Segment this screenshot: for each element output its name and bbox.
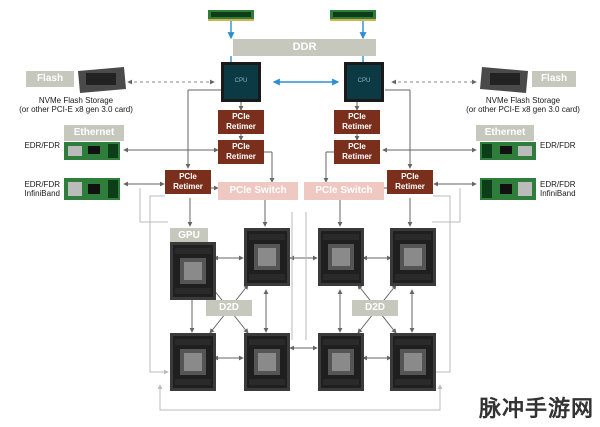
retimer-label-2: Retimer	[395, 182, 425, 191]
retimer-label-2: Retimer	[342, 152, 372, 161]
nic-top-right-icon	[480, 142, 536, 160]
retimer-label-1: PCIe	[232, 142, 250, 151]
retimer-label-1: PCIe	[232, 112, 250, 121]
ethernet-label-left: Ethernet	[64, 125, 124, 141]
nic-bottom-left-icon	[64, 178, 120, 200]
gpu-top-2-icon	[244, 228, 290, 286]
gpu-bottom-4-icon	[390, 333, 436, 391]
d2d-label-left: D2D	[206, 300, 252, 316]
flash-desc-right-2: (or other PCI-E x8 gen 3.0 card)	[466, 105, 580, 114]
retimer-label-2: Retimer	[173, 182, 203, 191]
ethernet-label-right: Ethernet	[476, 125, 534, 141]
flash-desc-right-1: NVMe Flash Storage	[485, 96, 561, 105]
flash-card-right-icon	[480, 67, 528, 93]
edr-fdr-ib-left-2: InfiniBand	[24, 189, 60, 198]
retimer-label-1: PCIe	[348, 112, 366, 121]
flash-label-left: Flash	[26, 71, 74, 87]
edr-fdr-left: EDR/FDR	[24, 141, 60, 150]
edr-fdr-ib-left-1: EDR/FDR	[24, 180, 60, 189]
gpu-top-4-icon	[390, 228, 436, 286]
gpu-top-1-icon	[170, 242, 216, 300]
edr-fdr-ib-right-2: InfiniBand	[540, 189, 576, 198]
gpu-bottom-3-icon	[318, 333, 364, 391]
watermark: 脉冲手游网	[478, 396, 594, 421]
retimer-label-1: PCIe	[348, 142, 366, 151]
retimer-label-2: Retimer	[226, 122, 256, 131]
flash-desc-left-2: (or other PCI-E x8 gen 3.0 card)	[19, 105, 133, 114]
cpu-right: CPU	[344, 62, 384, 102]
retimer-label-2: Retimer	[342, 122, 372, 131]
d2d-label-right: D2D	[352, 300, 398, 316]
nic-top-left-icon	[64, 142, 120, 160]
flash-desc-left-1: NVMe Flash Storage	[38, 96, 114, 105]
retimer-label-1: PCIe	[401, 172, 419, 181]
cpu-right-label: CPU	[357, 78, 371, 84]
edr-fdr-ib-right-1: EDR/FDR	[540, 180, 576, 189]
nic-bottom-right-icon	[480, 178, 536, 200]
gpu-bottom-2-icon	[244, 333, 290, 391]
gpu-label: GPU	[170, 228, 208, 244]
gpu-top-3-icon	[318, 228, 364, 286]
pcie-switch-right: PCIe Switch	[304, 182, 384, 200]
cpu-left-label: CPU	[234, 78, 248, 84]
ddr-label: DDR	[233, 39, 376, 56]
dimm-right-icon	[330, 10, 376, 21]
edr-fdr-right: EDR/FDR	[540, 141, 576, 150]
flash-label-right: Flash	[532, 71, 576, 87]
gpu-bottom-1-icon	[170, 333, 216, 391]
retimer-label-2: Retimer	[226, 152, 256, 161]
pcie-switch-left: PCIe Switch	[218, 182, 298, 200]
retimer-label-1: PCIe	[179, 172, 197, 181]
flash-card-left-icon	[78, 67, 126, 93]
dimm-left-icon	[208, 10, 254, 21]
cpu-left: CPU	[221, 62, 261, 102]
